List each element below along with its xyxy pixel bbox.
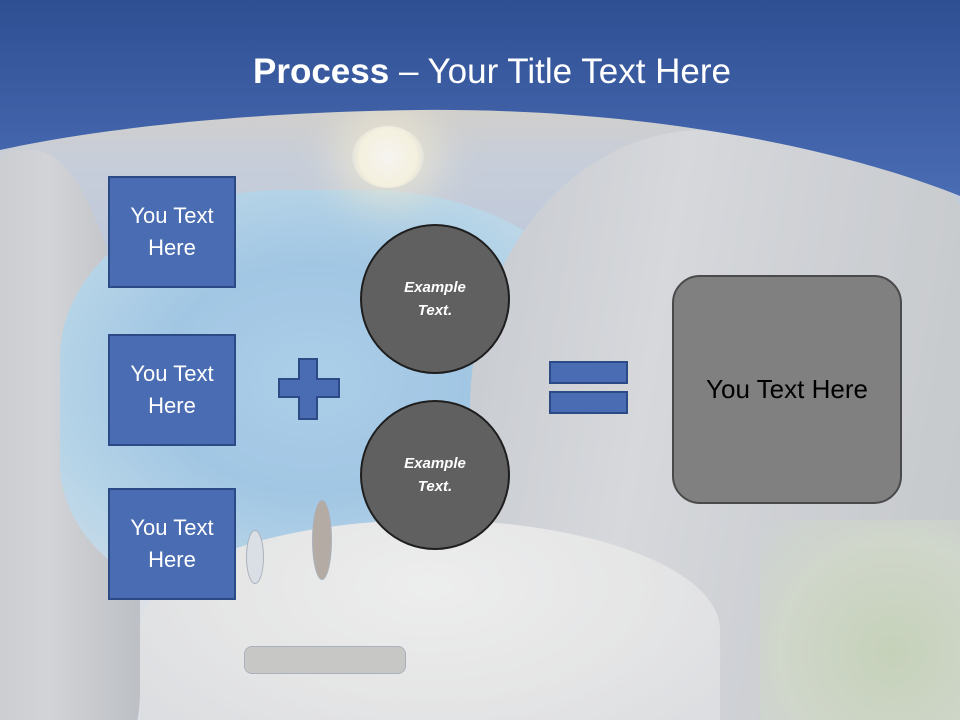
plus-icon bbox=[278, 358, 340, 420]
circle-label: Example Text. bbox=[404, 455, 466, 495]
photo-beach bbox=[140, 520, 720, 720]
result-box[interactable]: You Text Here bbox=[672, 275, 902, 504]
text-box-label: You Text Here bbox=[130, 203, 214, 260]
text-box-3[interactable]: You Text Here bbox=[108, 488, 236, 600]
title-rest: – Your Title Text Here bbox=[389, 52, 731, 91]
title-band: Process – Your Title Text Here bbox=[0, 0, 960, 200]
example-circle-1[interactable]: Example Text. bbox=[360, 224, 510, 374]
photo-vegetation bbox=[760, 520, 960, 720]
boat bbox=[312, 500, 332, 580]
title-bold: Process bbox=[253, 52, 390, 91]
photo-sun bbox=[352, 126, 424, 188]
slide-title: Process – Your Title Text Here bbox=[0, 52, 960, 92]
boat bbox=[246, 530, 264, 584]
result-label: You Text Here bbox=[706, 374, 868, 404]
circle-label: Example Text. bbox=[404, 279, 466, 319]
equals-icon bbox=[549, 361, 628, 414]
text-box-2[interactable]: You Text Here bbox=[108, 334, 236, 446]
example-circle-2[interactable]: Example Text. bbox=[360, 400, 510, 550]
text-box-1[interactable]: You Text Here bbox=[108, 176, 236, 288]
shipwreck bbox=[244, 646, 406, 674]
text-box-label: You Text Here bbox=[130, 515, 214, 572]
title-band-shape bbox=[0, 0, 960, 196]
text-box-label: You Text Here bbox=[130, 361, 214, 418]
